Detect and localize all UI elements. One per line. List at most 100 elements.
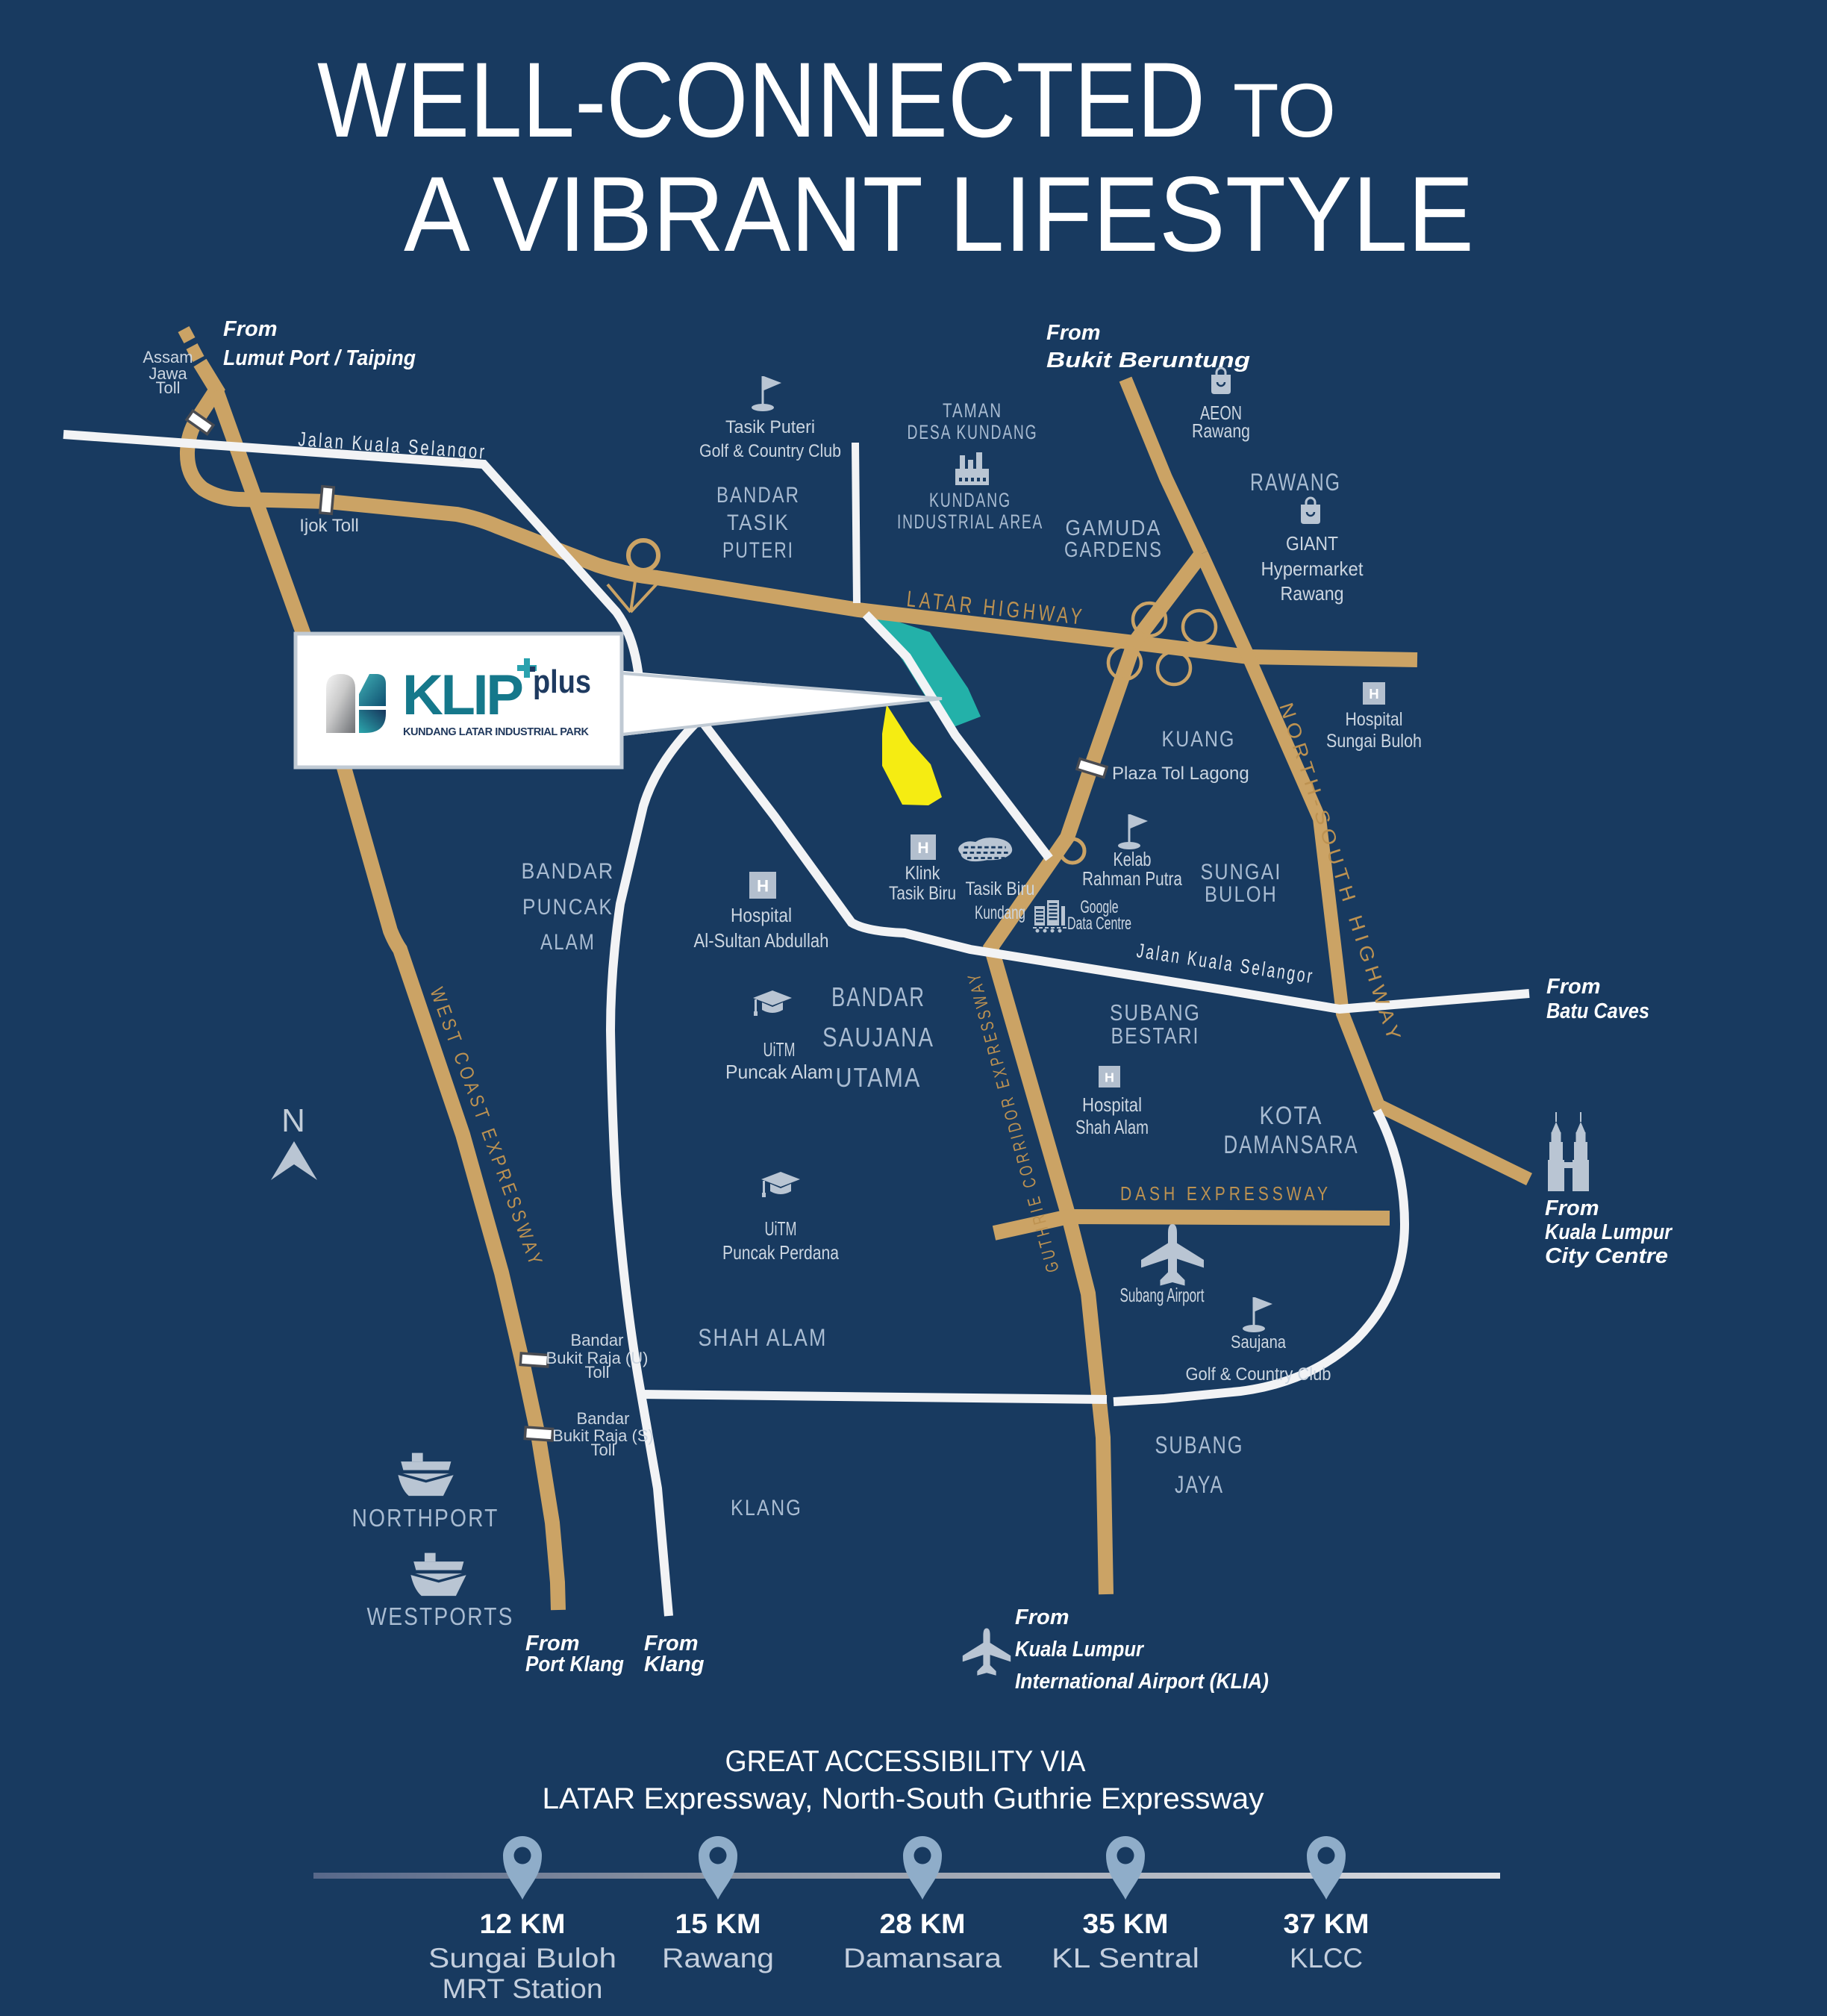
svg-text:Sungai Buloh: Sungai Buloh (428, 1943, 616, 1973)
svg-text:UTAMA: UTAMA (836, 1062, 922, 1093)
svg-text:GREAT ACCESSIBILITY VIA: GREAT ACCESSIBILITY VIA (725, 1745, 1086, 1778)
svg-text:DESA KUNDANG: DESA KUNDANG (908, 421, 1038, 443)
svg-text:KUANG: KUANG (1162, 727, 1236, 752)
svg-text:35 KM: 35 KM (1083, 1909, 1169, 1939)
svg-text:WESTPORTS: WESTPORTS (367, 1602, 514, 1630)
svg-text:KLCC: KLCC (1290, 1943, 1363, 1973)
svg-text:Bandar: Bandar (571, 1331, 624, 1349)
svg-text:From: From (525, 1632, 580, 1655)
svg-text:City Centre: City Centre (1545, 1244, 1668, 1268)
svg-text:From: From (1046, 321, 1101, 345)
svg-text:DAMANSARA: DAMANSARA (1224, 1131, 1359, 1159)
svg-text:Hospital: Hospital (1082, 1093, 1142, 1116)
svg-text:Golf & Country Club: Golf & Country Club (1186, 1364, 1331, 1385)
svg-text:H: H (1105, 1070, 1114, 1085)
svg-text:SUBANG: SUBANG (1155, 1432, 1244, 1458)
svg-text:RAWANG: RAWANG (1250, 469, 1341, 496)
svg-text:Toll: Toll (155, 378, 180, 397)
svg-text:From: From (1015, 1605, 1069, 1629)
svg-text:Batu Caves: Batu Caves (1546, 999, 1649, 1023)
svg-text:NORTHPORT: NORTHPORT (352, 1504, 499, 1532)
svg-text:SUNGAI: SUNGAI (1201, 860, 1282, 884)
svg-text:GIANT: GIANT (1286, 532, 1338, 555)
svg-text:Rawang: Rawang (1281, 582, 1344, 605)
svg-text:BULOH: BULOH (1205, 882, 1278, 907)
svg-text:KUNDANG LATAR INDUSTRIAL PARK: KUNDANG LATAR INDUSTRIAL PARK (403, 726, 590, 738)
svg-text:Bandar: Bandar (577, 1409, 630, 1428)
svg-text:plus: plus (533, 664, 591, 700)
svg-text:Klang: Klang (644, 1653, 705, 1676)
svg-text:SUBANG: SUBANG (1110, 999, 1201, 1026)
svg-text:Lumut Port / Taiping: Lumut Port / Taiping (223, 346, 416, 370)
svg-text:From: From (644, 1632, 699, 1655)
svg-text:Assam: Assam (143, 348, 193, 366)
svg-text:From: From (1546, 975, 1601, 999)
svg-text:TAMAN: TAMAN (943, 399, 1002, 422)
svg-text:H: H (1369, 686, 1378, 702)
svg-text:DASH EXPRESSWAY: DASH EXPRESSWAY (1120, 1182, 1331, 1205)
svg-text:BANDAR: BANDAR (716, 483, 800, 508)
svg-text:PUNCAK: PUNCAK (522, 895, 613, 920)
svg-text:MRT Station: MRT Station (443, 1973, 603, 2004)
svg-text:Hypermarket: Hypermarket (1261, 558, 1364, 580)
svg-text:WELL-CONNECTED: WELL-CONNECTED (317, 41, 1205, 160)
svg-text:Shah Alam: Shah Alam (1075, 1116, 1149, 1138)
svg-text:Port Klang: Port Klang (525, 1653, 624, 1676)
svg-text:12 KM: 12 KM (480, 1909, 566, 1939)
svg-text:From: From (1545, 1196, 1599, 1220)
svg-text:Tasik Puteri: Tasik Puteri (725, 417, 815, 437)
svg-text:BESTARI: BESTARI (1111, 1023, 1200, 1049)
svg-text:Bukit Beruntung: Bukit Beruntung (1046, 349, 1250, 372)
svg-text:JAYA: JAYA (1175, 1471, 1224, 1498)
svg-text:Bukit Raja (U): Bukit Raja (U) (546, 1349, 649, 1367)
svg-text:KL Sentral: KL Sentral (1052, 1943, 1199, 1973)
svg-text:KUNDANG: KUNDANG (929, 489, 1011, 511)
svg-text:Kelab: Kelab (1114, 848, 1152, 870)
svg-text:Hospital: Hospital (1346, 709, 1403, 730)
svg-text:TASIK: TASIK (727, 511, 790, 535)
svg-text:Puncak Perdana: Puncak Perdana (722, 1241, 839, 1264)
svg-text:15 KM: 15 KM (675, 1909, 761, 1939)
svg-text:UiTM: UiTM (765, 1217, 797, 1240)
svg-text:H: H (757, 877, 769, 896)
svg-text:Saujana: Saujana (1231, 1332, 1287, 1352)
svg-text:SHAH ALAM: SHAH ALAM (699, 1324, 828, 1351)
svg-text:Bukit Raja (S): Bukit Raja (S) (552, 1426, 654, 1445)
svg-text:Jawa: Jawa (149, 364, 187, 383)
svg-text:Al-Sultan Abdullah: Al-Sultan Abdullah (694, 929, 829, 952)
svg-text:A VIBRANT LIFESTYLE: A VIBRANT LIFESTYLE (404, 155, 1474, 274)
svg-text:Data Centre: Data Centre (1067, 914, 1131, 934)
svg-text:Sungai Buloh: Sungai Buloh (1326, 731, 1422, 752)
svg-text:Tasik Biru: Tasik Biru (966, 879, 1035, 899)
svg-text:LATAR Expressway, North-South: LATAR Expressway, North-South Guthrie Ex… (543, 1782, 1264, 1815)
svg-text:Kuala Lumpur: Kuala Lumpur (1545, 1220, 1673, 1244)
svg-text:Kundang: Kundang (975, 902, 1025, 923)
svg-text:Subang Airport: Subang Airport (1120, 1284, 1205, 1306)
svg-text:H: H (917, 840, 928, 857)
svg-text:Puncak Alam: Puncak Alam (725, 1061, 833, 1083)
svg-text:28 KM: 28 KM (880, 1909, 966, 1939)
svg-text:Damansara: Damansara (843, 1943, 1002, 1973)
svg-text:37 KM: 37 KM (1284, 1909, 1370, 1939)
svg-text:Toll: Toll (590, 1441, 615, 1459)
svg-text:Hospital: Hospital (731, 904, 792, 926)
svg-text:Rahman Putra: Rahman Putra (1082, 867, 1182, 890)
svg-text:Kuala Lumpur: Kuala Lumpur (1015, 1638, 1145, 1661)
svg-text:Ijok Toll: Ijok Toll (299, 516, 359, 536)
svg-text:PUTERI: PUTERI (722, 538, 794, 563)
svg-text:KOTA: KOTA (1260, 1102, 1323, 1130)
svg-text:International Airport (KLIA): International Airport (KLIA) (1015, 1670, 1269, 1694)
svg-text:From: From (223, 317, 278, 341)
svg-text:Klink: Klink (905, 863, 940, 884)
svg-text:GARDENS: GARDENS (1064, 538, 1163, 562)
svg-text:Golf & Country Club: Golf & Country Club (699, 441, 841, 461)
svg-text:Plaza Tol Lagong: Plaza Tol Lagong (1112, 764, 1249, 784)
svg-text:Toll: Toll (584, 1363, 609, 1382)
svg-text:Rawang: Rawang (662, 1943, 774, 1973)
svg-text:GAMUDA: GAMUDA (1066, 517, 1162, 540)
svg-text:INDUSTRIAL AREA: INDUSTRIAL AREA (897, 511, 1043, 533)
svg-text:Rawang: Rawang (1192, 419, 1250, 442)
svg-text:KLIP: KLIP (402, 664, 524, 727)
svg-text:N: N (281, 1102, 305, 1139)
svg-text:Google: Google (1081, 897, 1119, 917)
